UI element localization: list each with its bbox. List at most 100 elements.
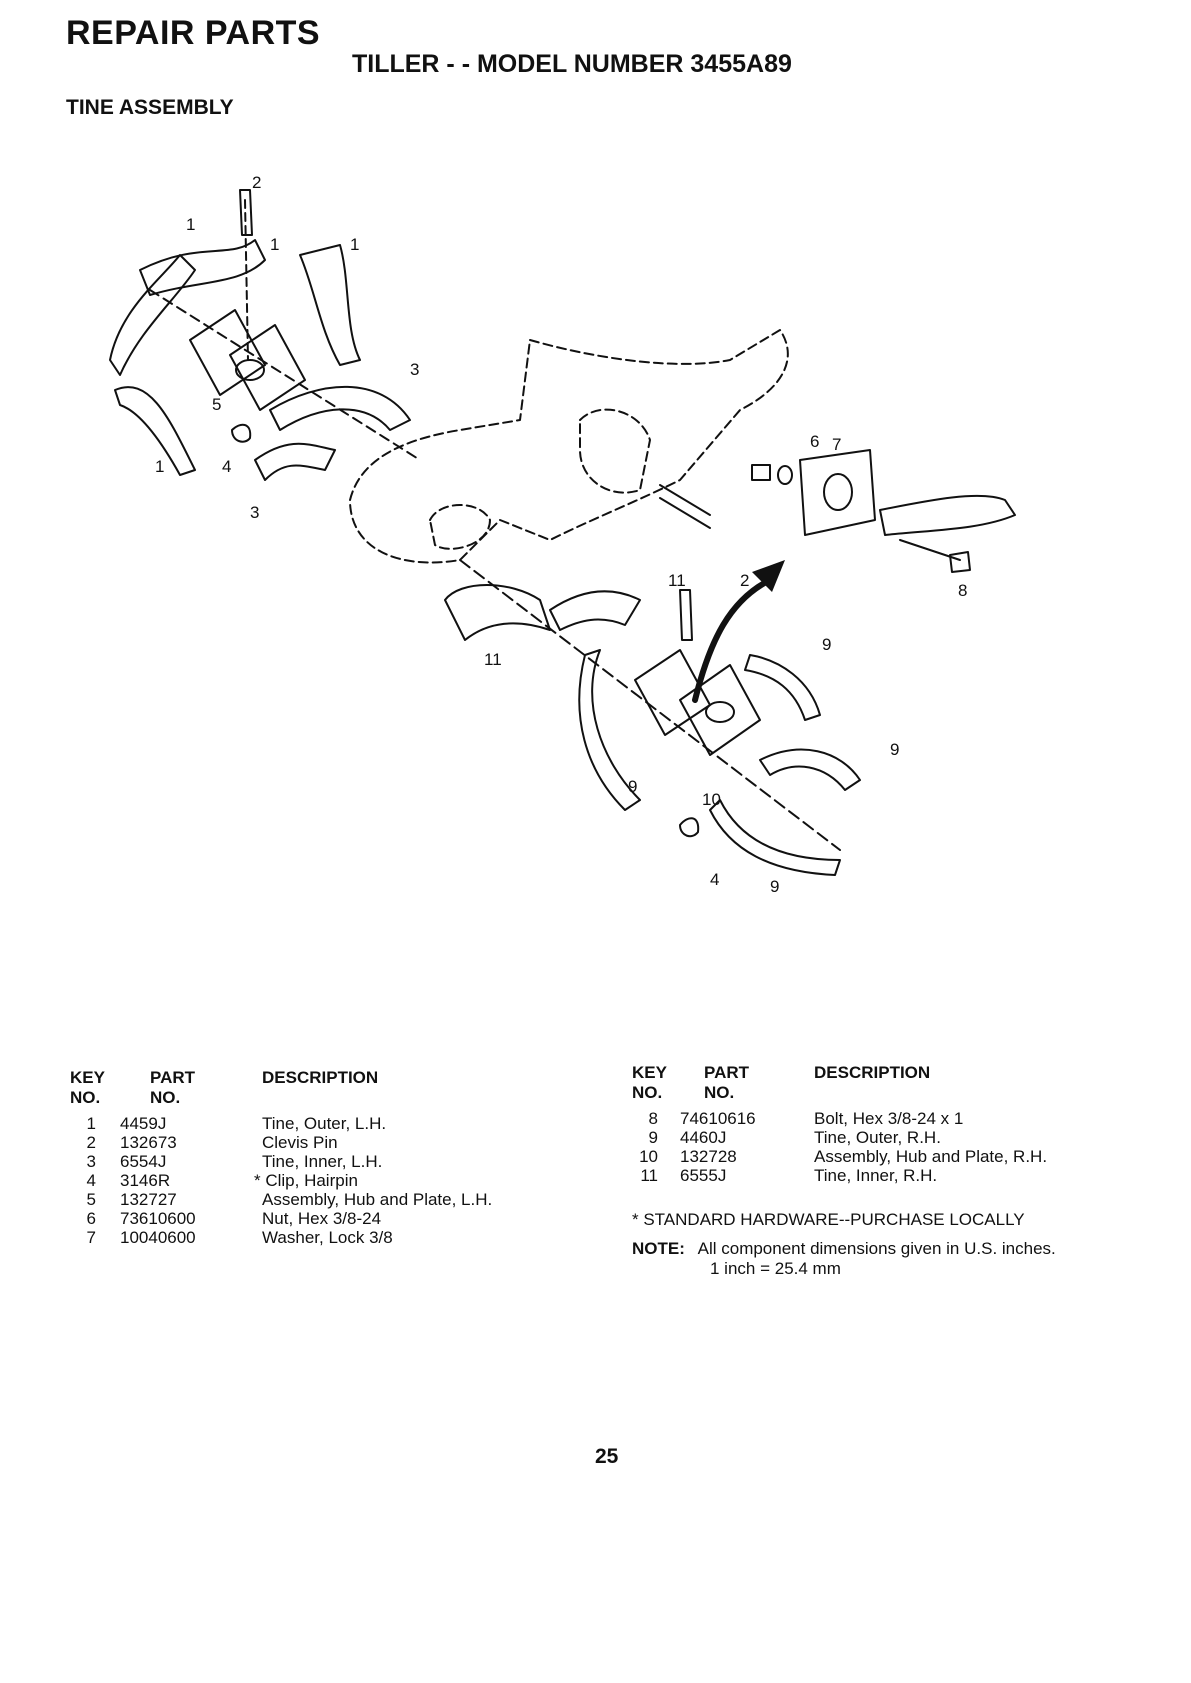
key-no: 1 bbox=[86, 1114, 96, 1133]
hex-nut-icon bbox=[751, 464, 771, 481]
tine-inner-rh-icon bbox=[444, 584, 551, 641]
tine-inner-lh-upper-icon bbox=[299, 244, 361, 366]
callout-9c: 9 bbox=[628, 777, 637, 796]
hub-plate-lh-icon bbox=[189, 309, 266, 396]
tine-outer-lh-icon bbox=[109, 254, 196, 376]
callout-1b: 1 bbox=[270, 235, 279, 254]
part-no: 132728 bbox=[680, 1147, 737, 1166]
header-key: KEY bbox=[632, 1063, 667, 1082]
key-no: 9 bbox=[648, 1128, 658, 1147]
part-no: 74610616 bbox=[680, 1109, 756, 1128]
header-part: PART bbox=[704, 1063, 750, 1082]
tine-rh-small-icon bbox=[879, 494, 1016, 536]
key-no: 11 bbox=[640, 1166, 658, 1185]
tiller-body-outline bbox=[349, 329, 789, 564]
note-text: All component dimensions given in U.S. i… bbox=[697, 1239, 1056, 1258]
description: Nut, Hex 3/8-24 bbox=[262, 1209, 382, 1228]
description: Tine, Inner, L.H. bbox=[262, 1152, 383, 1171]
tine-outer-lh-lower-icon bbox=[114, 386, 196, 476]
hub-plate-rh-back-icon bbox=[679, 664, 761, 756]
description: Tine, Outer, R.H. bbox=[814, 1128, 941, 1147]
model-title: TILLER - - MODEL NUMBER 3455A89 bbox=[352, 50, 792, 78]
hub-plate-rh-icon bbox=[799, 449, 876, 536]
tine-outer-lh-upper-icon bbox=[139, 239, 266, 296]
callout-9d: 9 bbox=[770, 877, 779, 896]
right-tine-group bbox=[444, 559, 861, 876]
callout-5: 5 bbox=[212, 395, 221, 414]
description: * Clip, Hairpin bbox=[254, 1171, 358, 1190]
clevis-pin-rh-icon bbox=[679, 589, 693, 641]
description: Clevis Pin bbox=[262, 1133, 338, 1152]
callout-1c: 1 bbox=[350, 235, 359, 254]
key-no: 2 bbox=[86, 1133, 96, 1152]
tine-inner-rh-rear-icon bbox=[549, 590, 641, 631]
tine-outer-rh-upper-icon bbox=[744, 654, 821, 721]
key-no: 3 bbox=[86, 1152, 96, 1171]
callout-3a: 3 bbox=[410, 360, 419, 379]
part-no: 132673 bbox=[120, 1133, 177, 1152]
header-part-no: NO. bbox=[704, 1083, 735, 1102]
part-no: 6555J bbox=[680, 1166, 727, 1185]
hairpin-clip-icon bbox=[231, 423, 252, 443]
description: Washer, Lock 3/8 bbox=[262, 1228, 393, 1247]
header-key: KEY bbox=[70, 1068, 105, 1087]
conversion-note: 1 inch = 25.4 mm bbox=[710, 1259, 841, 1278]
key-no: 7 bbox=[86, 1228, 96, 1247]
callout-11b: 11 bbox=[484, 650, 502, 669]
callout-4a: 4 bbox=[222, 457, 231, 476]
callout-9a: 9 bbox=[822, 635, 831, 654]
description: Tine, Inner, R.H. bbox=[814, 1166, 938, 1185]
section-title: REPAIR PARTS bbox=[66, 14, 321, 52]
callout-7: 7 bbox=[832, 435, 841, 454]
header-key-no: NO. bbox=[70, 1088, 101, 1107]
header-part: PART bbox=[150, 1068, 196, 1087]
header-key-no: NO. bbox=[632, 1083, 663, 1102]
hub-plate-lh-rear-icon bbox=[229, 324, 306, 411]
tine-inner-lh-lower-icon bbox=[254, 442, 336, 481]
tine-outer-rh-lower-icon bbox=[709, 799, 841, 876]
lock-washer-icon bbox=[777, 465, 793, 485]
shaft-right-icon bbox=[659, 484, 711, 516]
header-description: DESCRIPTION bbox=[262, 1068, 379, 1087]
callout-2b: 2 bbox=[740, 571, 749, 590]
part-no: 6554J bbox=[120, 1152, 167, 1171]
note-label: NOTE: bbox=[632, 1239, 685, 1258]
callout-4b: 4 bbox=[710, 870, 719, 889]
description: Assembly, Hub and Plate, R.H. bbox=[814, 1147, 1048, 1166]
standard-hardware-note: * STANDARD HARDWARE--PURCHASE LOCALLY bbox=[632, 1210, 1025, 1229]
hairpin-clip-rh-icon bbox=[679, 817, 700, 838]
parts-table-right: KEY NO. PART NO. DESCRIPTION 8 74610616 … bbox=[632, 1063, 1152, 1185]
tine-assembly-diagram: 2 1 1 1 3 5 1 4 3 6 7 8 11 2 11 9 9 9 10… bbox=[109, 173, 1016, 896]
callout-8: 8 bbox=[958, 581, 967, 600]
callout-1d: 1 bbox=[155, 457, 164, 476]
key-no: 8 bbox=[648, 1109, 658, 1128]
dimensions-note: NOTE: All component dimensions given in … bbox=[632, 1239, 1056, 1259]
callout-3b: 3 bbox=[250, 503, 259, 522]
part-no: 4460J bbox=[680, 1128, 727, 1147]
tine-outer-rh-right-icon bbox=[759, 748, 861, 791]
left-tine-group bbox=[109, 189, 421, 481]
callout-6: 6 bbox=[810, 432, 819, 451]
callout-11a: 11 bbox=[668, 571, 686, 590]
callout-9b: 9 bbox=[890, 740, 899, 759]
assembly-title: TINE ASSEMBLY bbox=[66, 96, 234, 119]
page-number: 25 bbox=[595, 1445, 619, 1468]
part-no: 10040600 bbox=[120, 1228, 196, 1247]
rotation-arrow-icon bbox=[692, 577, 773, 703]
header-description: DESCRIPTION bbox=[814, 1063, 931, 1082]
right-hardware-group bbox=[751, 449, 1016, 573]
key-no: 10 bbox=[639, 1147, 658, 1166]
tine-outer-rh-icon bbox=[578, 649, 641, 811]
key-no: 4 bbox=[86, 1171, 96, 1190]
part-no: 4459J bbox=[120, 1114, 167, 1133]
key-no: 5 bbox=[86, 1190, 96, 1209]
description: Bolt, Hex 3/8-24 x 1 bbox=[814, 1109, 964, 1128]
axis-line-right bbox=[459, 559, 841, 851]
part-no: 73610600 bbox=[120, 1209, 196, 1228]
part-no: 3146R bbox=[120, 1171, 171, 1190]
callout-1a: 1 bbox=[186, 215, 195, 234]
part-no: 132727 bbox=[120, 1190, 177, 1209]
header-part-no: NO. bbox=[150, 1088, 181, 1107]
axis-line-left bbox=[149, 289, 421, 461]
parts-table-left: KEY NO. PART NO. DESCRIPTION 1 4459J Tin… bbox=[62, 1068, 582, 1268]
